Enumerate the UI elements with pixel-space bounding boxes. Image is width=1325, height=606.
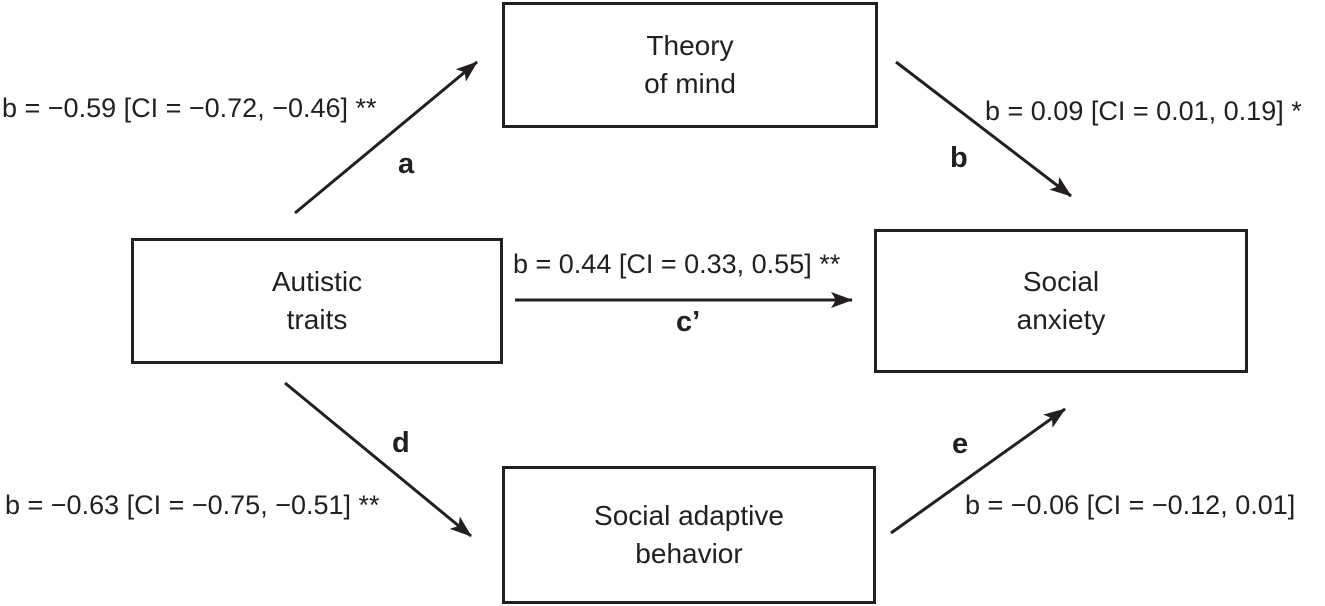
node-autistic-traits: Autistic traits: [131, 238, 503, 364]
node-social-anxiety: Social anxiety: [874, 229, 1248, 373]
path-d-arrow: [284, 381, 472, 538]
path-e-coefficient: b = −0.06 [CI = −0.12, 0.01]: [965, 490, 1296, 520]
path-d-coefficient: b = −0.63 [CI = −0.75, −0.51] **: [5, 490, 380, 520]
node-theory-of-mind: Theory of mind: [502, 2, 878, 128]
path-a-coefficient: b = −0.59 [CI = −0.72, −0.46] **: [2, 93, 377, 123]
path-e-letter: e: [952, 428, 969, 460]
path-b-coefficient: b = 0.09 [CI = 0.01, 0.19] *: [985, 96, 1302, 126]
path-a-letter: a: [398, 148, 415, 180]
path-e-arrow: [890, 407, 1066, 535]
node-theory-of-mind-label: Theory of mind: [644, 30, 736, 99]
node-autistic-traits-label: Autistic traits: [271, 266, 363, 335]
path-b-arrow: [895, 60, 1072, 198]
node-social-adaptive-behavior-label: Social adaptive behavior: [594, 500, 784, 569]
node-social-adaptive-behavior: Social adaptive behavior: [502, 466, 876, 604]
path-c-prime-letter: c’: [676, 306, 701, 338]
path-d-letter: d: [392, 427, 410, 459]
path-b-letter: b: [950, 142, 968, 174]
path-c-prime-coefficient: b = 0.44 [CI = 0.33, 0.55] **: [513, 249, 841, 279]
path-a-arrow: [294, 60, 478, 215]
node-social-anxiety-label: Social anxiety: [1016, 266, 1106, 335]
